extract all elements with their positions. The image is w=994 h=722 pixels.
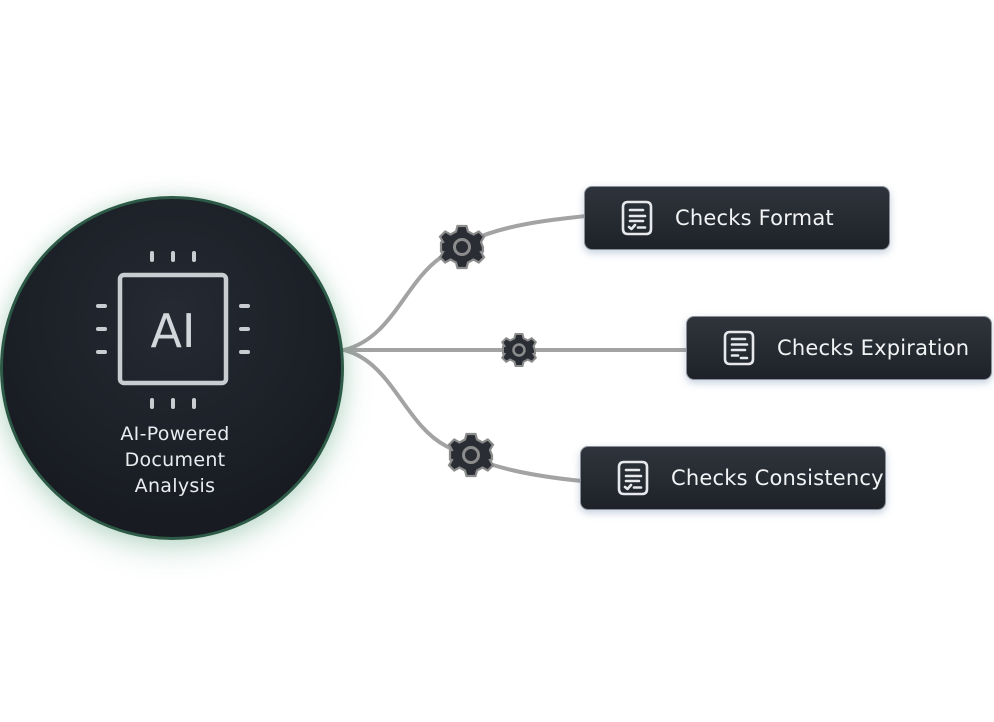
hub-label-line: Document (124, 449, 226, 471)
hub-label-line: AI-Powered (120, 423, 230, 445)
connector-to-consistency (342, 348, 584, 483)
hub-label: AI-Powered Document Analysis (63, 421, 287, 499)
ai-chip-text: AI (150, 304, 195, 358)
document-checklist-icon (621, 200, 653, 236)
gear-icon (438, 224, 486, 270)
ai-analysis-hub: AI AI-Powered Document Analysis (0, 196, 344, 540)
check-format-label: Checks Format (675, 206, 834, 230)
hub-label-line: Analysis (134, 475, 216, 497)
check-format-box: Checks Format (584, 186, 890, 250)
ai-chip-icon: AI (96, 251, 250, 409)
check-consistency-box: Checks Consistency (580, 446, 886, 510)
document-list-icon (723, 330, 755, 366)
check-consistency-label: Checks Consistency (671, 466, 884, 490)
check-expiration-box: Checks Expiration (686, 316, 992, 380)
gear-icon (447, 432, 495, 478)
document-checklist-icon (617, 460, 649, 496)
check-expiration-label: Checks Expiration (777, 336, 970, 360)
gear-icon (500, 333, 538, 367)
